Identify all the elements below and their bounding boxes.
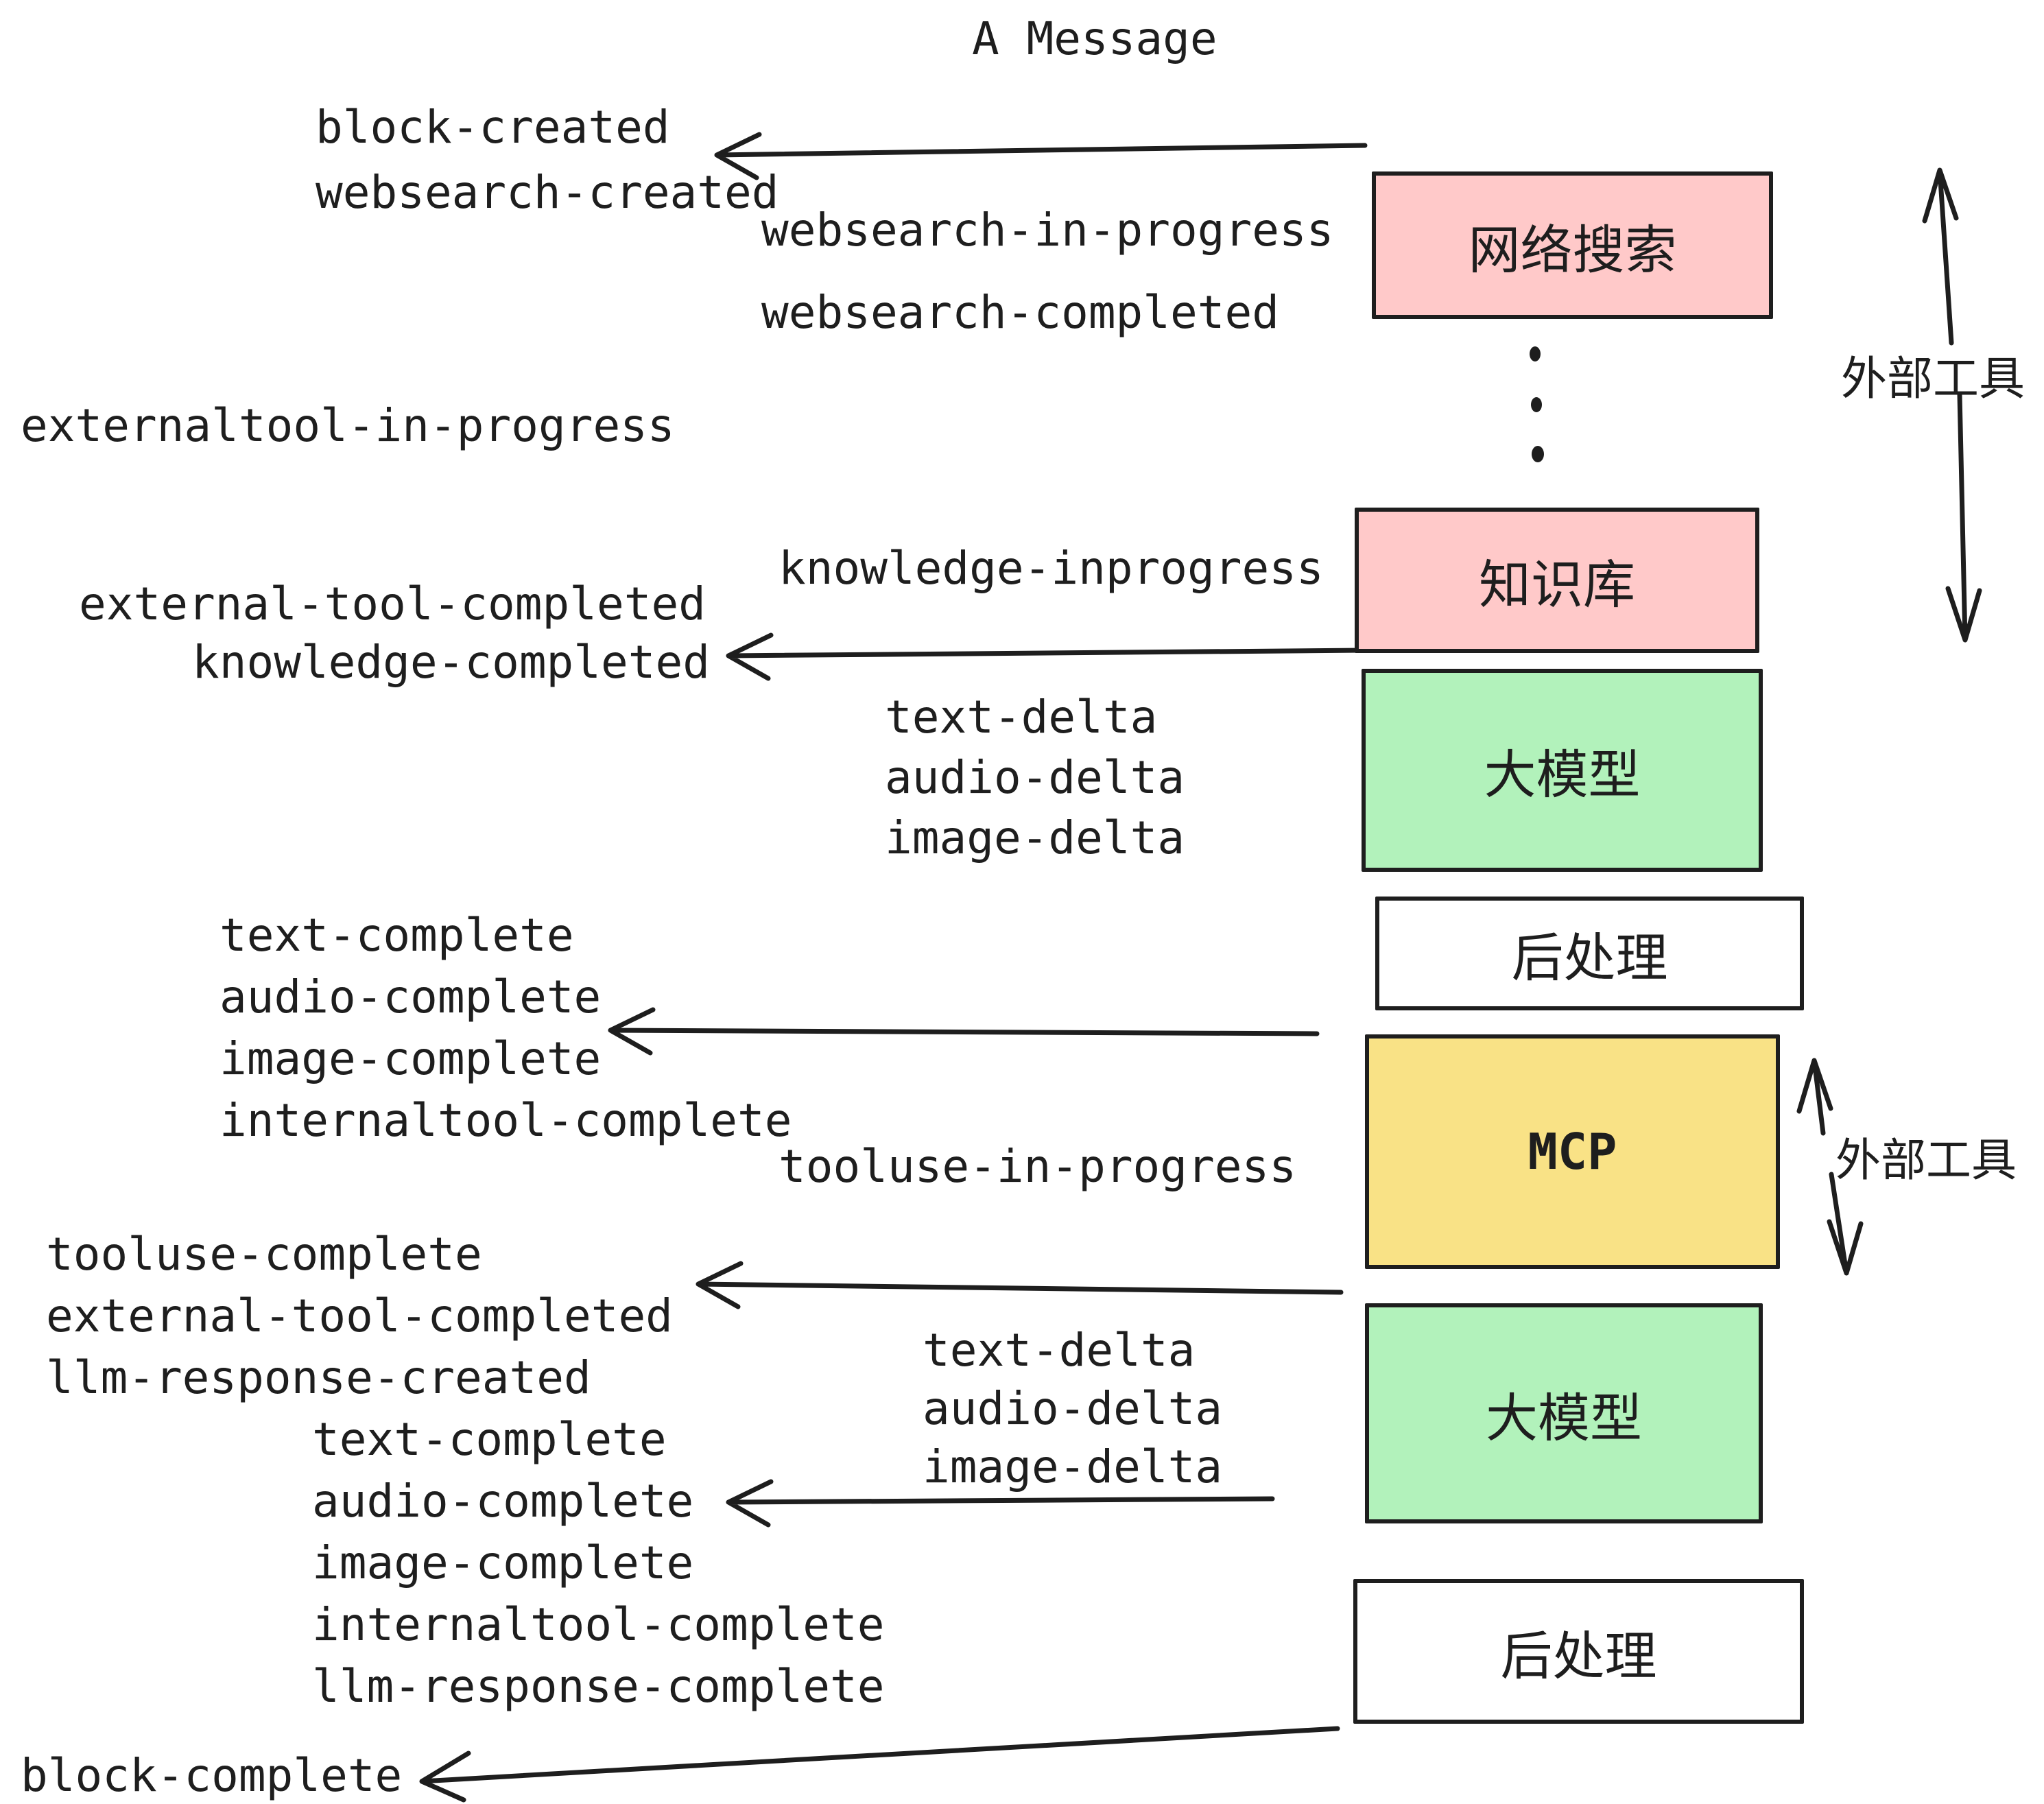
event-label-knowledge-completed: knowledge-completed [192,636,710,689]
arrow-mcp-to-image-complete-icon [608,1007,1320,1056]
event-label-text-complete: text-complete [219,909,574,962]
node-knowledge-base-label: 知识库 [1479,554,1635,615]
event-label-audio-delta: audio-delta [885,751,1185,804]
arrow-llm-to-tooluse-complete-icon [696,1261,1344,1309]
event-label-block-complete: block-complete [21,1749,403,1802]
node-postprocess-1: 后处理 [1375,897,1804,1010]
node-postprocess-2: 后处理 [1353,1579,1804,1724]
event-label-tooluse-complete: tooluse-complete [46,1228,482,1281]
node-knowledge-base: 知识库 [1355,508,1759,653]
event-label-llm-response-created: llm-response-created [46,1351,591,1404]
arrow-knowledge-to-knowledge-completed-icon [726,632,1366,681]
event-label-websearch-completed: websearch-completed [761,286,1279,339]
node-llm-1-label: 大模型 [1484,744,1641,805]
event-label-internaltool-complete-2: internaltool-complete [312,1598,885,1651]
arrow-external-tools-up-1-icon [1922,167,1959,346]
event-label-external-tool-completed: external-tool-completed [79,578,706,630]
event-label-text-complete-2: text-complete [312,1413,667,1466]
external-tools-label-top: 外部工具 [1841,352,2025,405]
node-llm-1: 大模型 [1362,669,1763,872]
diagram-title: A Message [972,12,1217,65]
node-websearch-label: 网络搜索 [1468,219,1677,281]
node-llm-2: 大模型 [1365,1303,1763,1523]
event-label-audio-delta-2: audio-delta [923,1382,1223,1435]
event-label-knowledge-inprogress: knowledge-inprogress [779,542,1324,595]
node-mcp: MCP [1365,1034,1780,1269]
event-label-internaltool-complete: internaltool-complete [219,1094,792,1147]
arrow-external-tools-up-2-icon [1796,1058,1833,1136]
event-label-image-delta: image-delta [885,811,1185,864]
event-label-externaltool-in-progress: externaltool-in-progress [21,399,675,452]
node-postprocess-2-label: 后处理 [1500,1625,1657,1687]
event-label-image-complete-2: image-complete [312,1536,694,1589]
event-label-llm-response-complete: llm-response-complete [312,1660,885,1713]
event-label-block-created: block-created [316,101,670,154]
event-label-text-delta-2: text-delta [923,1324,1196,1377]
arrow-post2-to-block-complete-icon [419,1726,1340,1803]
node-websearch: 网络搜索 [1372,171,1773,319]
node-postprocess-1-label: 后处理 [1511,927,1668,988]
arrow-external-tools-down-1-icon [1945,392,1982,643]
event-label-external-tool-completed-2: external-tool-completed [46,1290,673,1342]
node-mcp-label: MCP [1528,1123,1617,1180]
event-label-websearch-in-progress: websearch-in-progress [761,204,1334,257]
event-label-image-complete: image-complete [219,1032,602,1085]
event-label-tooluse-in-progress: tooluse-in-progress [779,1140,1296,1193]
vertical-ellipsis-icon [1530,346,1544,462]
node-llm-2-label: 大模型 [1486,1387,1642,1449]
event-label-audio-complete-2: audio-complete [312,1475,694,1528]
event-label-text-delta: text-delta [885,691,1158,744]
event-label-websearch-created: websearch-created [316,166,779,219]
event-label-audio-complete: audio-complete [219,971,602,1023]
arrow-websearch-to-block-created-icon [714,132,1368,180]
event-label-image-delta-2: image-delta [923,1440,1223,1493]
external-tools-label-bottom: 外部工具 [1835,1134,2017,1187]
